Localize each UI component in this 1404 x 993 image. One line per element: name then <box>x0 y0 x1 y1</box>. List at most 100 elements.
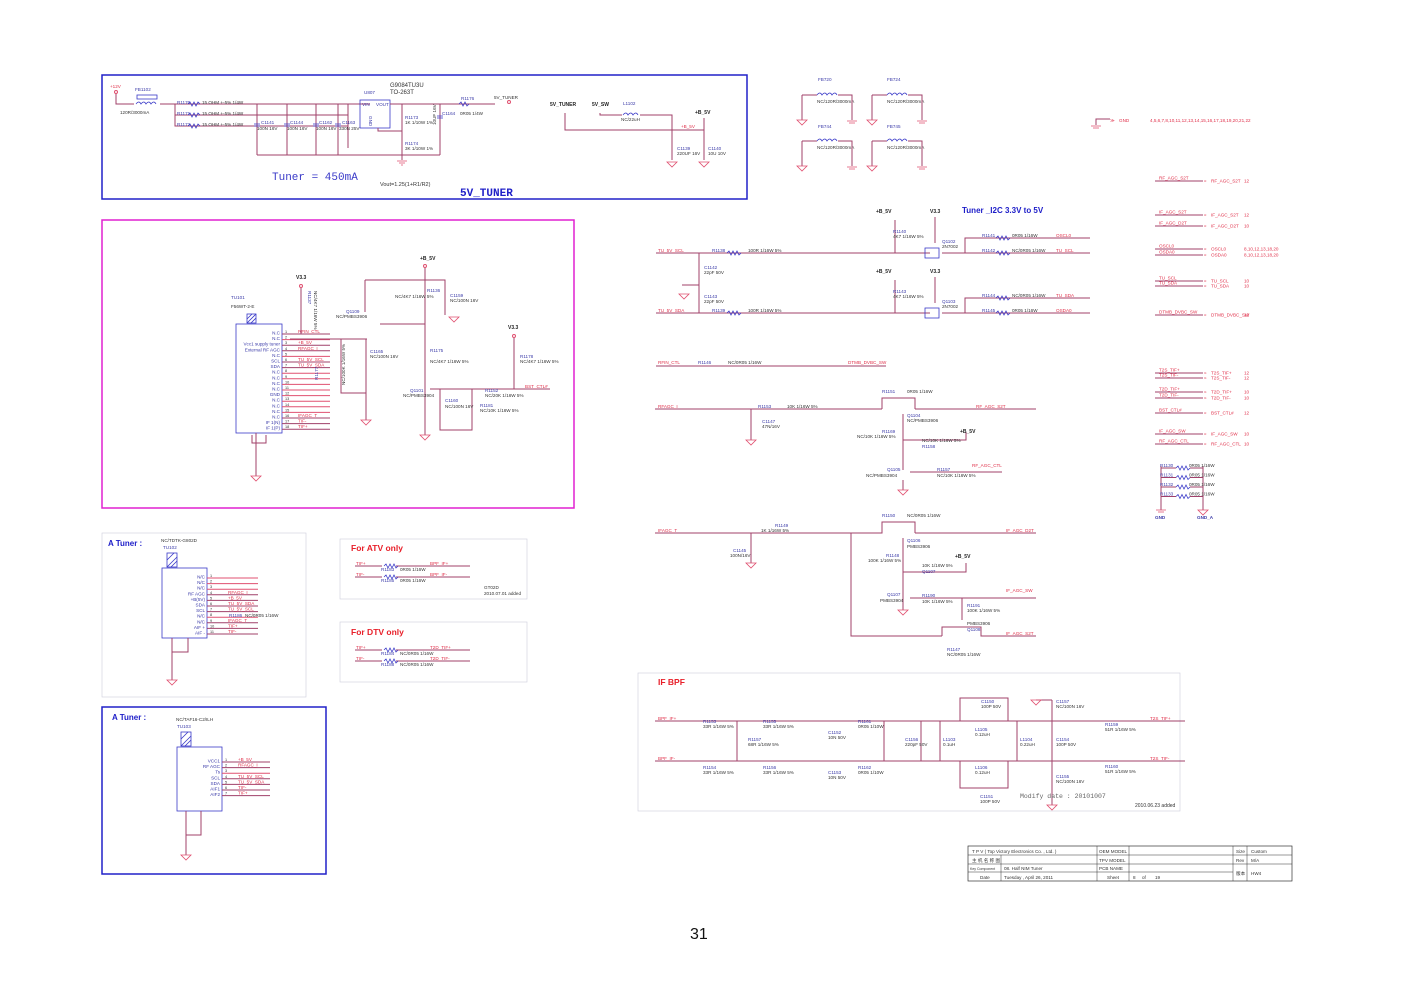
net-label: T2S_TIF- <box>1150 756 1170 761</box>
part-ref: C1153 <box>828 770 842 775</box>
ground-icon <box>360 316 460 441</box>
wire <box>256 103 372 156</box>
net-label: BST_CTL# <box>525 384 548 389</box>
pin-number: 10 <box>210 624 214 628</box>
resistor-value: 4K7 1/16W 5% <box>893 294 924 299</box>
port-pages: 4,5,6,7,8,10,11,12,13,14,15,16,17,18,19,… <box>1150 118 1251 123</box>
cap-value: 10UF 16V <box>432 103 437 125</box>
port-label: OSDA0 <box>1211 253 1227 258</box>
note-line: 2010.07.01 added <box>484 591 521 596</box>
ferrite-ref: FB724 <box>887 77 901 82</box>
net-label: TIF- <box>356 572 365 577</box>
net-label: TU_SCL <box>1056 248 1074 253</box>
pin-net: TIF+ <box>298 424 308 429</box>
pin-number: 7 <box>210 608 212 612</box>
row-label: Sheet <box>1107 875 1120 880</box>
part-ref: R1147 <box>947 647 961 652</box>
part-value: 33R 1/16W 5% <box>703 724 734 729</box>
part-ref: Q1104 <box>907 413 921 418</box>
port-label: OSCL0 <box>1211 247 1227 252</box>
part-value: 51R 1/16W 5% <box>1105 727 1136 732</box>
ground-icon <box>1156 509 1209 516</box>
block-title: For DTV only <box>351 627 404 637</box>
resistor-icon <box>1175 465 1191 471</box>
pin-name: N/C <box>197 580 206 585</box>
net-label: T2D_TIF+ <box>430 645 451 650</box>
resistor-ref: R1184 <box>381 651 395 656</box>
pin-name: SCL <box>196 608 205 613</box>
offpage-arrow-icon: « <box>1204 279 1207 284</box>
pin-net: RFIN_CTL <box>298 329 320 334</box>
pin-name: N.C <box>272 403 281 408</box>
pin-name: AIF1 <box>210 787 220 792</box>
offpage-arrow-icon: » <box>1204 376 1207 381</box>
net-label: T2D_TIF- <box>430 656 450 661</box>
pin-number: 10 <box>285 380 289 384</box>
part-ref: R1160 <box>1105 764 1119 769</box>
pin-number: 1 <box>210 574 212 578</box>
port-label: BST_CTL# <box>1211 411 1234 416</box>
port-label: IF_AGC_SW <box>1211 432 1238 437</box>
cap-ref: C1163 <box>342 120 356 125</box>
part-value: NC/4K7 1/16W 5% <box>430 359 469 364</box>
part-ref: R1156 <box>763 765 777 770</box>
pin-name: N.C <box>272 398 281 403</box>
cap-value: 22pF 50V <box>704 270 725 275</box>
pin-number: 11 <box>210 630 214 634</box>
port-pages: 10 <box>1244 224 1250 229</box>
wire <box>1160 466 1204 510</box>
mosfet-icon <box>924 247 940 259</box>
pin-net: +B_5V <box>238 757 253 762</box>
pin-number: 3 <box>210 585 212 589</box>
resistor-ref: R1176 <box>461 96 475 101</box>
resistor-ref: R1141 <box>982 233 996 238</box>
pin-name: N.C <box>272 353 281 358</box>
pin-net: TU_5V_SCL <box>238 774 264 779</box>
pin-name: IF 1(P) <box>266 426 281 431</box>
port-label: RF_AGC_S2T <box>1211 179 1241 184</box>
resistor-value: 0R05 1/16W <box>1189 463 1215 468</box>
part-ref: C1145 <box>733 548 747 553</box>
part-value: NC/100N 16V <box>1056 704 1085 709</box>
part-ref: R1178 <box>520 354 534 359</box>
net-label: BPF_IF- <box>658 756 676 761</box>
part-value: 10N 50V <box>828 775 847 780</box>
part-value: 33R 1/16W 5% <box>703 770 734 775</box>
part-value: 100K 1/16W 5% <box>967 608 1000 613</box>
part-ref: R1169 <box>882 429 896 434</box>
offpage-arrow-icon: » <box>1204 390 1207 395</box>
part-ref: C1152 <box>828 730 842 735</box>
pin-name: SDA <box>211 781 221 786</box>
part-value: 10N 50V <box>828 735 847 740</box>
part-ref: R1181 <box>480 403 494 408</box>
part-value: NC/10K 1/16W 5% <box>857 434 896 439</box>
regulator-part: G9084TU3U <box>390 83 424 89</box>
tuner-body <box>161 567 208 639</box>
rail-label: V3.3 <box>296 275 307 281</box>
pin-number: 12 <box>285 392 289 396</box>
offpage-arrow-icon: » <box>1204 371 1207 376</box>
pin-number: 18 <box>285 425 289 429</box>
pin-net: IFAGC_T <box>298 413 317 418</box>
resistor-value: 0R05 1/16W <box>1189 473 1215 478</box>
resistor-ref: R1171 <box>177 111 191 116</box>
mosfet-icon <box>924 307 940 319</box>
fet-value: 2N7002 <box>942 304 959 309</box>
resistor-icon <box>383 658 399 664</box>
wire <box>656 217 1090 254</box>
offpage-arrow-icon: ≫ <box>1110 118 1115 123</box>
modify-date: Modify date : 20101007 <box>1020 793 1106 800</box>
ver-value: HW4 <box>1251 871 1262 876</box>
port-pages: 10 <box>1244 396 1250 401</box>
part-value: PMBS3906 <box>907 544 931 549</box>
pin-name: SDA <box>196 603 206 608</box>
ferrite-ref: FB745 <box>887 124 901 129</box>
part-ref: L1104 <box>1020 737 1033 742</box>
ferrite-ref: FB720 <box>818 77 832 82</box>
port-label: IF_AGC_D2T <box>1211 224 1239 229</box>
block-title: Tuner _I2C 3.3V to 5V <box>962 206 1044 215</box>
